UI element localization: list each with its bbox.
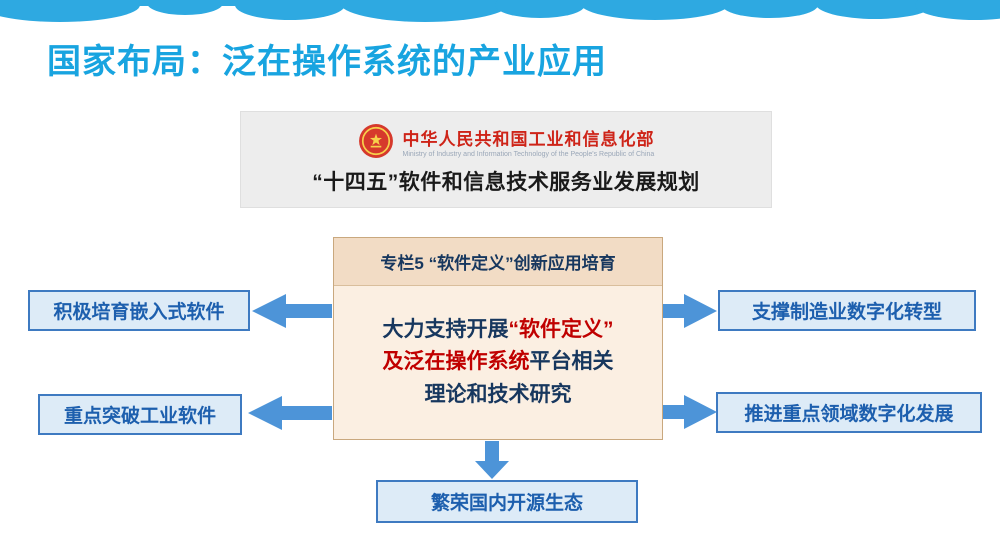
ministry-panel: 中华人民共和国工业和信息化部 Ministry of Industry and … [240, 111, 772, 208]
arrow-right-top-icon [663, 294, 717, 328]
policy-body-line-2: 及泛在操作系统平台相关 [383, 346, 614, 379]
ministry-name-english: Ministry of Industry and Information Tec… [402, 150, 655, 158]
china-national-emblem-icon [358, 124, 393, 158]
slide-title: 国家布局：泛在操作系统的产业应用 [47, 43, 607, 81]
arrow-down-icon [475, 441, 509, 479]
policy-excerpt-body: 大力支持开展“软件定义” 及泛在操作系统平台相关 理论和技术研究 [334, 286, 662, 439]
ministry-name-block: 中华人民共和国工业和信息化部 Ministry of Industry and … [403, 125, 655, 158]
policy-text-dark: 平台相关 [529, 350, 614, 374]
cloud-banner-decoration [0, 0, 1000, 22]
outcome-box-open-source-ecosystem: 繁荣国内开源生态 [376, 480, 638, 523]
policy-text-dark: 理论和技术研究 [424, 382, 572, 406]
ministry-name: 中华人民共和国工业和信息化部 [402, 129, 655, 149]
policy-body-line-3: 理论和技术研究 [425, 379, 572, 412]
policy-text-red: “软件定义” [508, 317, 614, 341]
policy-column-header: 专栏5 “软件定义”创新应用培育 [334, 238, 662, 286]
outcome-box-embedded-software: 积极培育嵌入式软件 [28, 290, 250, 331]
policy-body-line-1: 大力支持开展“软件定义” [383, 314, 614, 347]
ministry-header-row: 中华人民共和国工业和信息化部 Ministry of Industry and … [358, 123, 655, 159]
outcome-box-key-fields-digitalization: 推进重点领域数字化发展 [716, 392, 982, 433]
arrow-left-bottom-icon [248, 396, 332, 430]
policy-text-red: 及泛在操作系统 [382, 350, 530, 374]
policy-excerpt-panel: 专栏5 “软件定义”创新应用培育 大力支持开展“软件定义” 及泛在操作系统平台相… [333, 237, 663, 440]
arrow-right-bottom-icon [663, 395, 717, 429]
arrow-left-top-icon [252, 294, 332, 328]
outcome-box-industrial-software: 重点突破工业软件 [38, 394, 242, 435]
policy-text-dark: 大力支持开展 [382, 317, 509, 341]
plan-title: “十四五”软件和信息技术服务业发展规划 [312, 171, 700, 194]
outcome-box-manufacturing-digitalization: 支撑制造业数字化转型 [718, 290, 976, 331]
